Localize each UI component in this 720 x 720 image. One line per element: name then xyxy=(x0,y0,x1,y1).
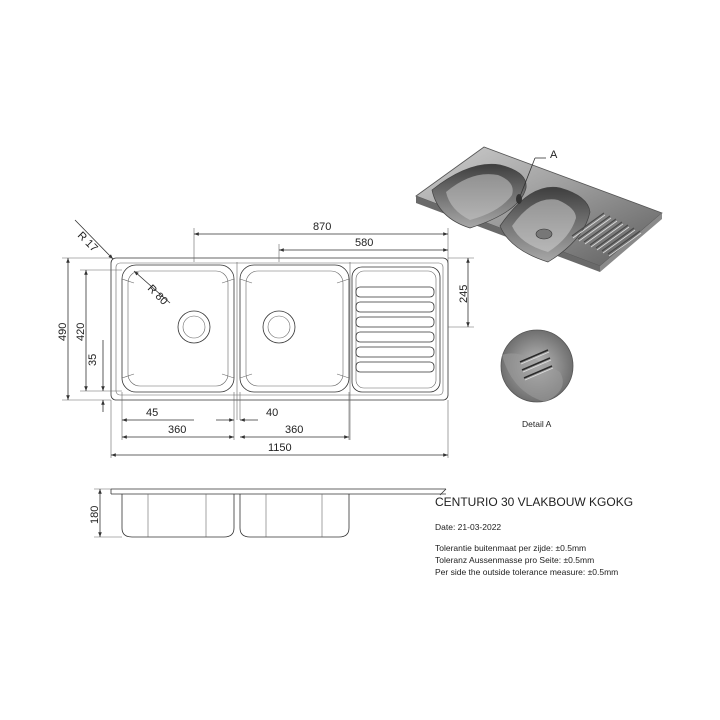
sink-3d-render xyxy=(415,146,663,272)
tolerance-line-en: Per side the outside tolerance measure: … xyxy=(435,567,618,577)
dim-1150: 1150 xyxy=(268,442,292,454)
r80-leader xyxy=(133,270,171,304)
r17-label: R 17 xyxy=(75,230,100,255)
dim-45: 45 xyxy=(146,407,158,419)
detail-a-label: Detail A xyxy=(522,419,552,429)
dim-360-left: 360 xyxy=(168,424,186,436)
callout-leader xyxy=(518,157,536,200)
sink-plan-view xyxy=(110,257,449,401)
dim-580: 580 xyxy=(355,237,373,249)
detail-a-view xyxy=(500,329,574,403)
dim-490: 490 xyxy=(57,323,69,341)
dim-360-right: 360 xyxy=(285,424,303,436)
callout-label-a: A xyxy=(550,149,558,161)
dim-40: 40 xyxy=(266,407,278,419)
dim-870: 870 xyxy=(313,221,331,233)
drawing-title: CENTURIO 30 VLAKBOUW KGOKG xyxy=(435,495,633,509)
dim-245: 245 xyxy=(458,285,470,303)
dim-180: 180 xyxy=(89,506,101,524)
dim-420: 420 xyxy=(75,323,87,341)
r17-leader xyxy=(74,219,114,260)
r80-label: R 80 xyxy=(145,283,170,308)
drawing-date: Date: 21-03-2022 xyxy=(435,522,501,532)
sink-side-view xyxy=(110,488,447,538)
tolerance-line-de: Toleranz Aussenmasse pro Seite: ±0.5mm xyxy=(435,555,594,565)
dim-35: 35 xyxy=(87,354,99,366)
tolerance-line-nl: Tolerantie buitenmaat per zijde: ±0.5mm xyxy=(435,543,586,553)
